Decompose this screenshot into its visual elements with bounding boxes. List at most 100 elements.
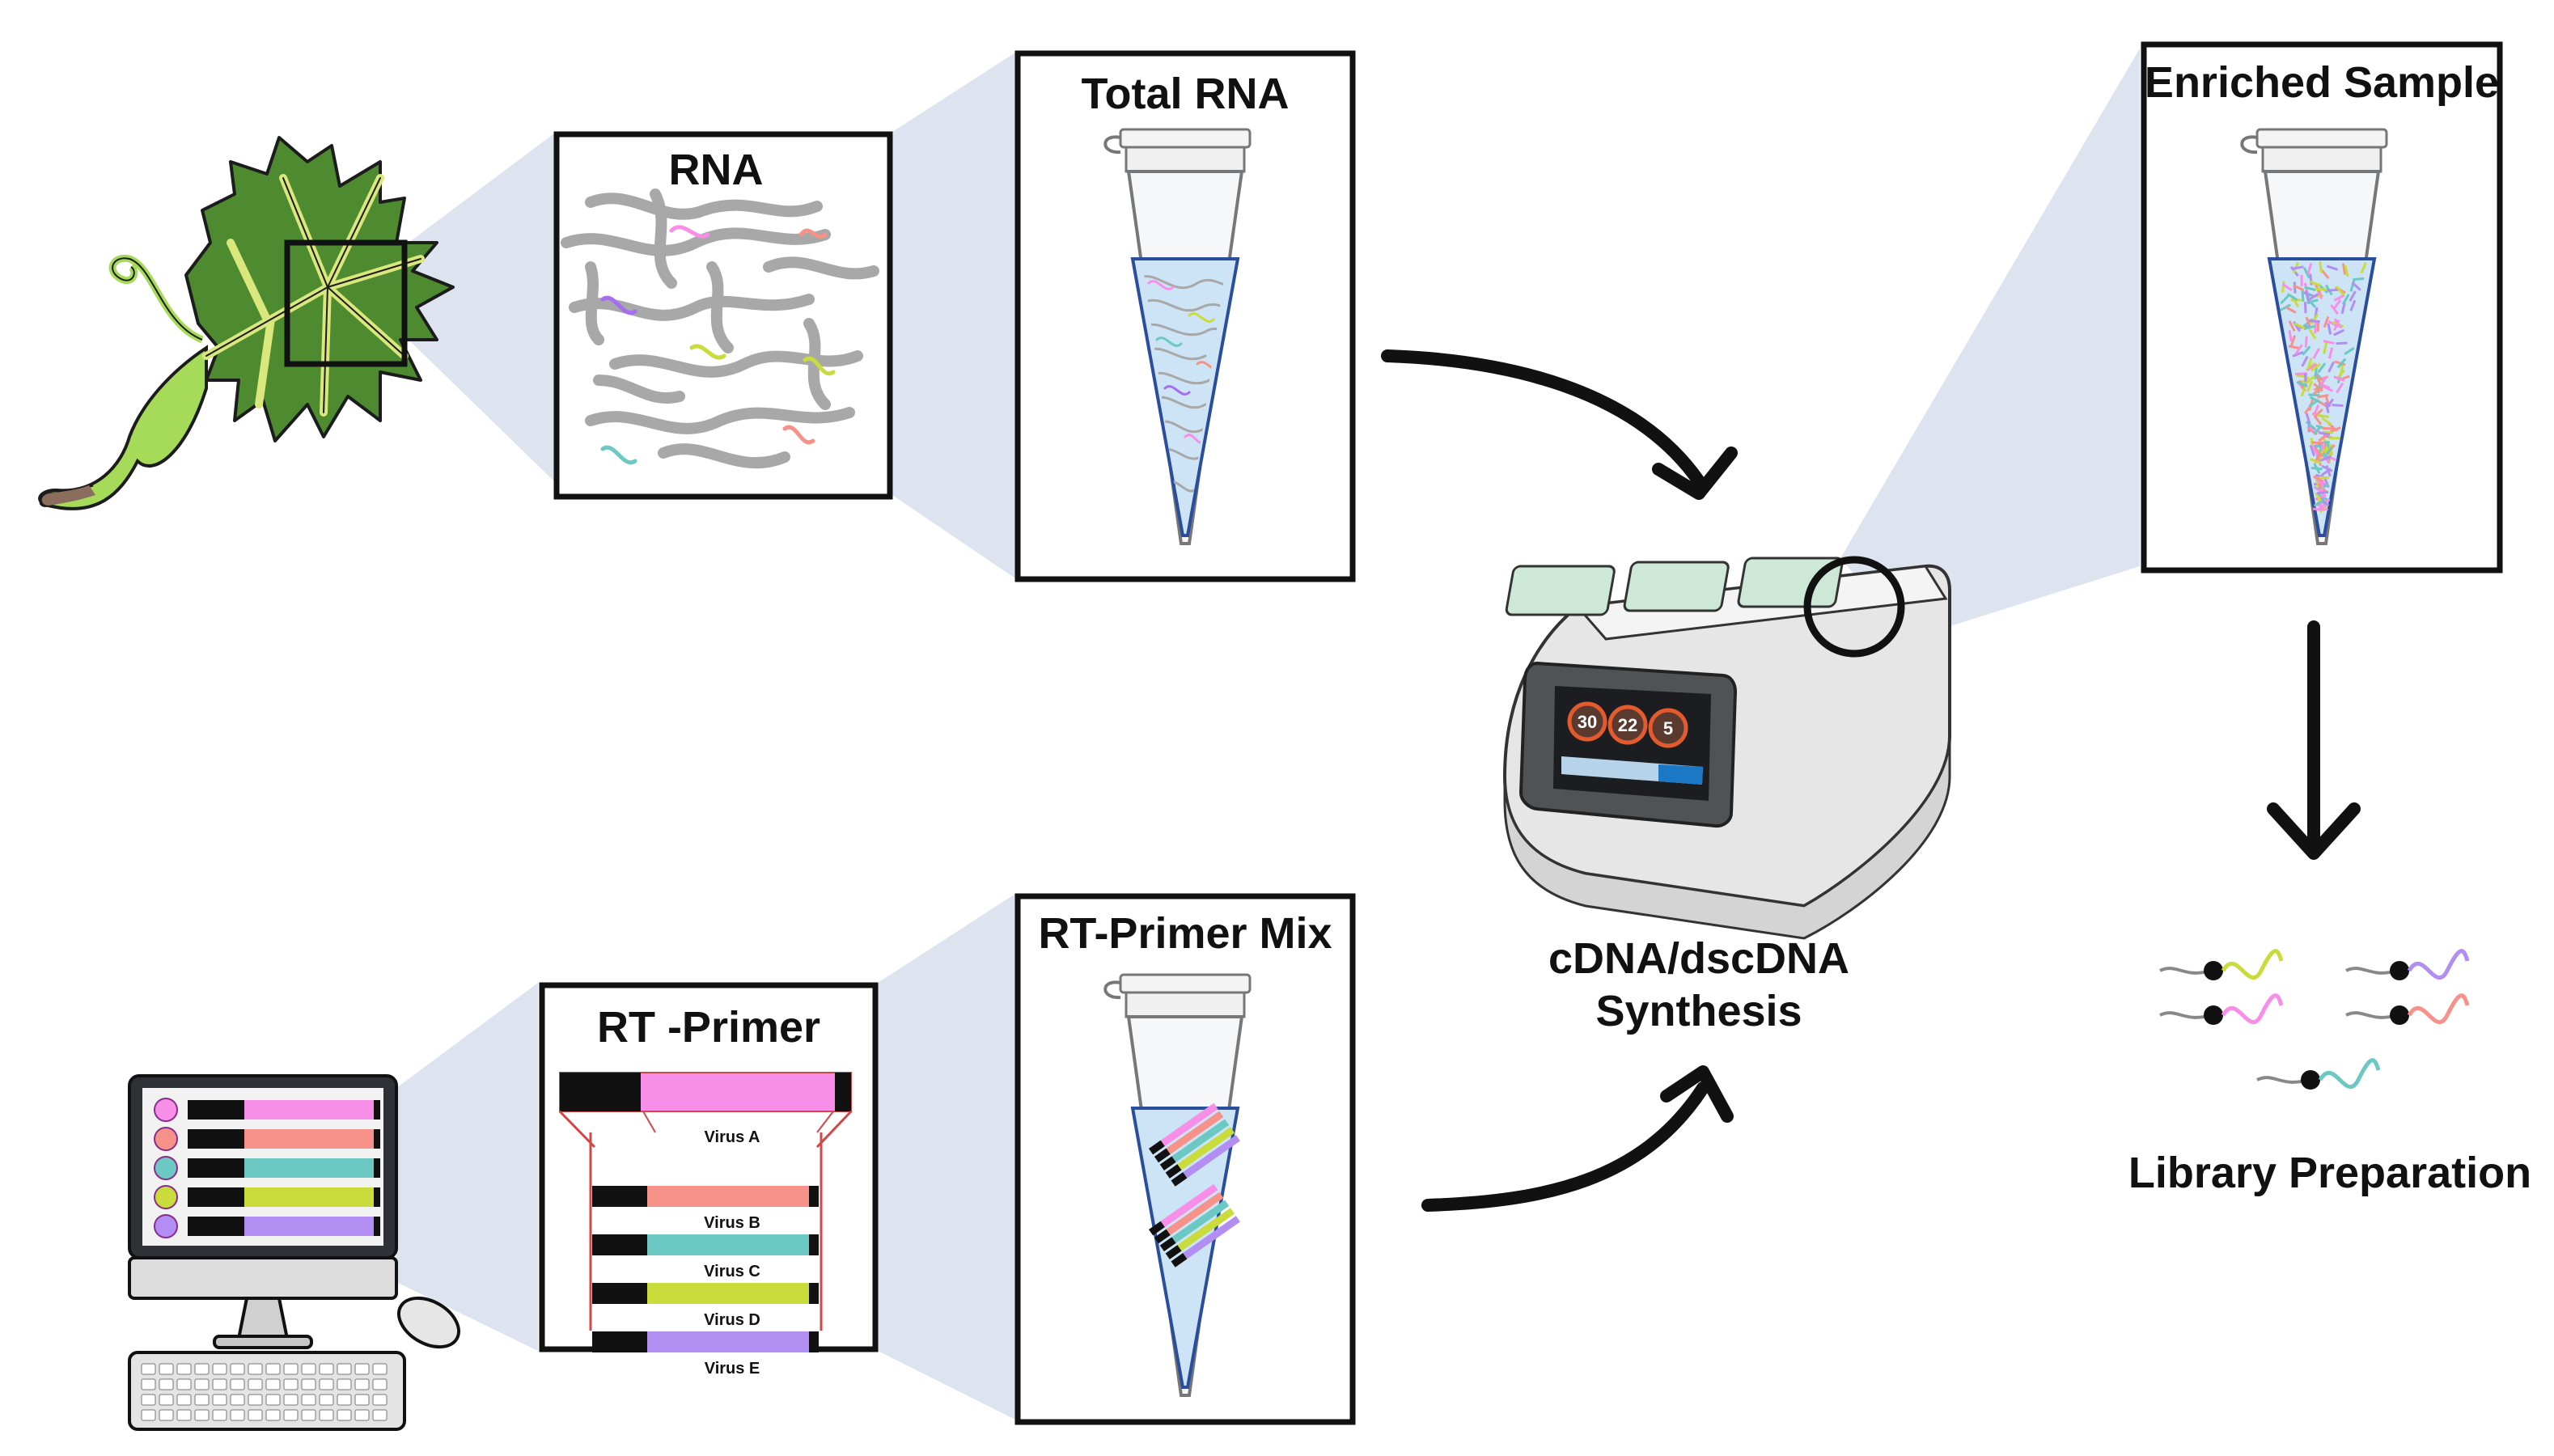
enriched-fragment bbox=[2302, 267, 2310, 279]
enriched-fragment bbox=[2321, 417, 2332, 426]
callout-wedges bbox=[396, 49, 2140, 1420]
keyboard-key bbox=[141, 1363, 156, 1375]
bundle-strand-black bbox=[1171, 1171, 1188, 1187]
monitor-row-color bbox=[244, 1217, 374, 1236]
enriched-fragment bbox=[2309, 458, 2321, 464]
keyboard-key bbox=[301, 1409, 316, 1421]
enriched-fragment bbox=[2313, 475, 2324, 483]
primer-row-end bbox=[809, 1283, 819, 1304]
enriched-fragment bbox=[2281, 282, 2293, 291]
enriched-fragment bbox=[2280, 294, 2290, 305]
monitor-virus-rows bbox=[154, 1098, 380, 1238]
monitor-row-black bbox=[188, 1129, 244, 1149]
bundle-strand-color bbox=[1183, 1216, 1240, 1259]
monitor-row-icon bbox=[154, 1127, 178, 1151]
enriched-fragment bbox=[2360, 262, 2367, 274]
enriched-fragment bbox=[2312, 348, 2320, 359]
enriched-fragment bbox=[2308, 319, 2320, 324]
enriched-fragment bbox=[2293, 284, 2305, 292]
bundle-strand-black bbox=[1149, 1140, 1165, 1155]
monitor-row-icon bbox=[154, 1156, 178, 1180]
cycler-dial bbox=[1567, 701, 1607, 742]
bundle-strand-color bbox=[1160, 1183, 1218, 1228]
enriched-fragment bbox=[2300, 384, 2307, 397]
enriched-fragment bbox=[2294, 344, 2303, 355]
monitor-row-end bbox=[374, 1129, 380, 1149]
enriched-fragment bbox=[2294, 322, 2306, 330]
virus-label: Virus B bbox=[704, 1214, 760, 1232]
cycler-lid-1 bbox=[1505, 565, 1616, 616]
keyboard-key bbox=[248, 1409, 263, 1421]
enriched-fragment bbox=[2292, 350, 2304, 358]
rna-title: RNA bbox=[669, 146, 764, 194]
keyboard-key bbox=[354, 1363, 370, 1375]
arrows bbox=[1381, 349, 2361, 1212]
monitor-row-end bbox=[374, 1217, 380, 1236]
monitor-row-end bbox=[374, 1158, 380, 1178]
keyboard-key bbox=[265, 1409, 281, 1421]
enriched-fragment bbox=[2327, 347, 2334, 359]
fragment-adapter bbox=[2345, 967, 2397, 975]
bundle-strand-black bbox=[1165, 1164, 1182, 1179]
enriched-fragment bbox=[2320, 468, 2332, 476]
keyboard-key bbox=[248, 1378, 263, 1390]
enriched-fragment bbox=[2320, 269, 2330, 280]
callout-computer-to-rtprimer bbox=[396, 983, 538, 1351]
enriched-fragment bbox=[2304, 286, 2316, 292]
virus-label: Virus E bbox=[705, 1360, 760, 1378]
enriched-fragment bbox=[2313, 463, 2321, 474]
enriched-fragment bbox=[2317, 394, 2329, 399]
keyboard-key bbox=[265, 1378, 281, 1390]
enriched-fragment bbox=[2280, 303, 2291, 311]
keyboard-key bbox=[372, 1409, 388, 1421]
primer-row-black bbox=[592, 1331, 647, 1352]
primer-row-black bbox=[592, 1234, 647, 1255]
enriched-fragment bbox=[2336, 341, 2348, 345]
enriched-fragment bbox=[2333, 328, 2345, 336]
enriched-fragment bbox=[2315, 287, 2327, 291]
enriched-fragment bbox=[2313, 507, 2325, 511]
enriched-fragment bbox=[2336, 382, 2344, 394]
arrow-primer-mix-to-cycler bbox=[1421, 1081, 1709, 1212]
enriched-fragment bbox=[2323, 447, 2332, 458]
leaf-zoom-box bbox=[284, 239, 408, 367]
tube-total-rna bbox=[1103, 128, 1252, 545]
enriched-fragments bbox=[2280, 260, 2367, 514]
enriched-fragment bbox=[2296, 380, 2308, 387]
keyboard-key bbox=[176, 1378, 192, 1390]
keyboard-key bbox=[337, 1378, 352, 1390]
keyboard-key bbox=[230, 1409, 245, 1421]
monitor-row-icon bbox=[154, 1185, 178, 1209]
grape-leaf bbox=[38, 136, 455, 510]
enriched-fragment bbox=[2302, 345, 2311, 356]
keyboard-key bbox=[301, 1394, 316, 1406]
enriched-fragment bbox=[2318, 434, 2329, 442]
enriched-fragment bbox=[2333, 294, 2345, 302]
cycler-lid-3 bbox=[1737, 557, 1844, 608]
keyboard-key bbox=[194, 1363, 210, 1375]
keyboard-keys bbox=[141, 1363, 388, 1421]
callout-rna-to-total bbox=[890, 53, 1015, 578]
enriched-fragment bbox=[2312, 425, 2323, 435]
enriched-fragment bbox=[2308, 393, 2320, 397]
enriched-fragment bbox=[2319, 455, 2332, 462]
fragment-insert bbox=[2221, 949, 2284, 980]
bundle-strand-color bbox=[1183, 1135, 1240, 1179]
keyboard-key bbox=[176, 1409, 192, 1421]
bundle-strand-color bbox=[1166, 1111, 1224, 1154]
enriched-fragment bbox=[2315, 493, 2327, 501]
keyboard-key bbox=[265, 1363, 281, 1375]
monitor-row-color bbox=[244, 1129, 374, 1149]
enriched-fragment bbox=[2308, 328, 2317, 340]
enriched-fragment bbox=[2322, 426, 2334, 430]
bundle-strand-color bbox=[1160, 1103, 1218, 1147]
library-fragment bbox=[2345, 993, 2470, 1025]
cycler-zoom-circle bbox=[1803, 556, 1905, 658]
keyboard-key bbox=[194, 1378, 210, 1390]
enriched-fragment bbox=[2324, 401, 2330, 413]
enriched-fragment bbox=[2335, 286, 2345, 296]
bundle-strand-color bbox=[1171, 1119, 1230, 1162]
bundle-strand-black bbox=[1159, 1237, 1176, 1252]
enriched-fragment bbox=[2309, 445, 2316, 457]
